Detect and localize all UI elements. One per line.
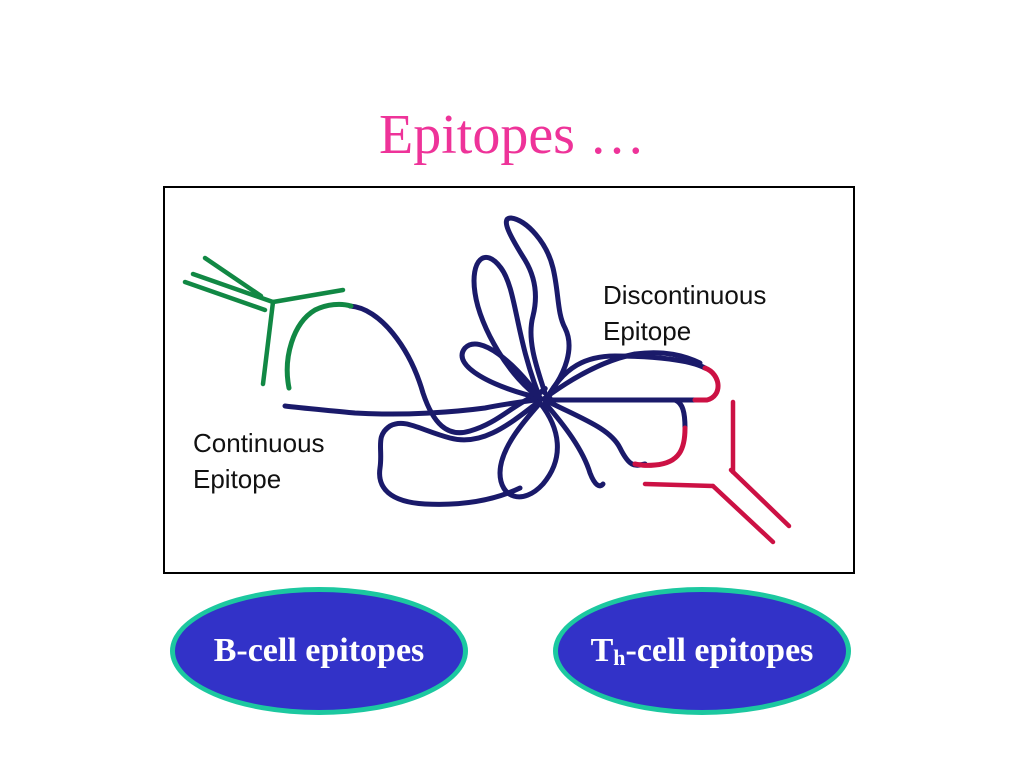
- bcell-epitopes-oval: B-cell epitopes: [170, 587, 468, 715]
- thcell-epitopes-label: Th-cell epitopes: [591, 632, 814, 670]
- protein-antibody-illustration: [182, 215, 792, 545]
- chain-segment: [497, 400, 560, 500]
- antibody-stem: [260, 299, 276, 387]
- continuous-epitope-label: Continuous Epitope: [193, 425, 325, 497]
- discontinuous-antibody: [642, 399, 792, 545]
- discontinuous-epitope-segments: [632, 365, 721, 468]
- continuous-antibody: [182, 255, 346, 387]
- chain-segment: [542, 397, 648, 468]
- discontinuous-label-line: Discontinuous: [603, 280, 767, 310]
- chain-segment: [542, 350, 703, 401]
- chain-segment: [282, 395, 553, 417]
- continuous-label-line: Continuous: [193, 428, 325, 458]
- antibody-arm: [710, 483, 776, 545]
- chain-segment: [547, 353, 708, 396]
- chain-segment: [542, 400, 606, 489]
- chain-segment: [503, 215, 572, 396]
- chain-segment: [672, 397, 688, 431]
- thcell-subscript: h: [613, 645, 626, 670]
- discontinuous-label-line: Epitope: [603, 316, 692, 346]
- antibody-arm: [182, 279, 268, 313]
- antibody-arm: [642, 481, 716, 489]
- protein-chain: [282, 215, 708, 507]
- antibody-arm: [202, 255, 264, 299]
- continuous-epitope-segment: [284, 301, 354, 391]
- continuous-label-line: Epitope: [193, 464, 282, 494]
- thcell-T: T: [590, 632, 614, 669]
- thcell-rest: -cell epitopes: [625, 632, 814, 669]
- epitope-segment-red: [632, 425, 688, 468]
- chain-segment: [459, 341, 543, 401]
- chain-segment: [471, 254, 543, 401]
- slide-title: Epitopes …: [379, 104, 645, 166]
- antibody-arm: [270, 287, 346, 305]
- epitope-diagram: Discontinuous Epitope Continuous Epitope: [163, 186, 855, 574]
- chain-segment: [377, 400, 540, 507]
- bcell-epitopes-label: B-cell epitopes: [213, 632, 425, 669]
- epitope-segment-red: [692, 365, 721, 403]
- discontinuous-epitope-label: Discontinuous Epitope: [603, 277, 766, 349]
- antibody-arm: [728, 467, 792, 529]
- thcell-epitopes-oval: Th-cell epitopes: [553, 587, 851, 715]
